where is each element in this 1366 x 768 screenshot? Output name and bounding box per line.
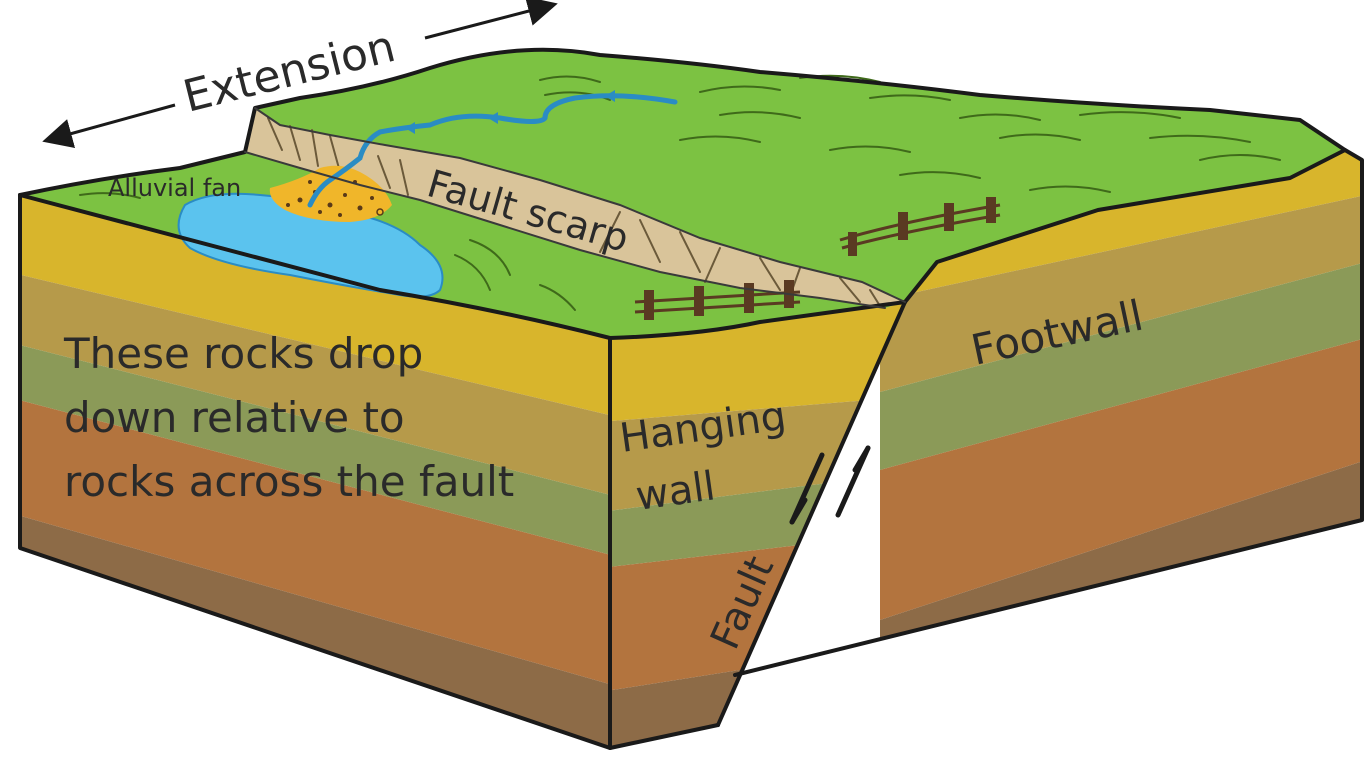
block-outlines [18,47,1364,750]
rocks-drop-label-line3: rocks across the fault [64,457,514,506]
river [307,93,678,208]
fault-scarp-face [245,108,905,308]
rocks-drop-label-line2: down relative to [64,393,405,442]
hanging-wall-label-line2: wall [633,463,718,520]
rocks-drop-label-line1: These rocks drop [63,329,423,378]
fan-gravel-dots [286,180,384,217]
scarp-hatching [267,117,881,307]
footwall-ground [255,49,1345,302]
river-flow-arrows [405,90,615,134]
hanging-wall-contours [79,192,576,311]
fault-slip-arrows [789,445,871,525]
extension-arrows [42,0,558,149]
alluvial-fan-label: Alluvial fan [108,174,241,202]
fence-footwall [839,197,1001,256]
